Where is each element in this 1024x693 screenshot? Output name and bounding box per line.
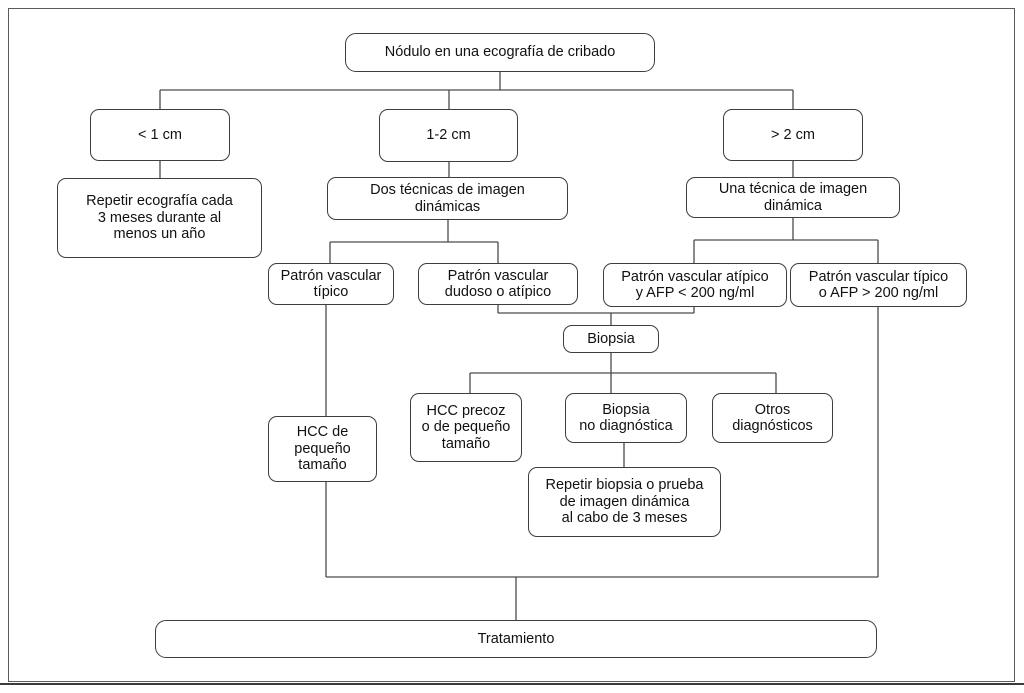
node-biopsia: Biopsia (563, 325, 659, 353)
node-menor-1cm: < 1 cm (90, 109, 230, 161)
node-repetir-ecografia: Repetir ecografía cada 3 meses durante a… (57, 178, 262, 258)
node-dos-tecnicas-imagen: Dos técnicas de imagen dinámicas (327, 177, 568, 220)
node-patron-vascular-dudoso-atipico: Patrón vascular dudoso o atípico (418, 263, 578, 305)
node-tratamiento: Tratamiento (155, 620, 877, 658)
node-patron-atipico-afp-menor-200: Patrón vascular atípico y AFP < 200 ng/m… (603, 263, 787, 307)
node-biopsia-no-diagnostica: Biopsia no diagnóstica (565, 393, 687, 443)
node-una-tecnica-imagen: Una técnica de imagen dinámica (686, 177, 900, 218)
node-hcc-de-pequeno-tamano: HCC de pequeño tamaño (268, 416, 377, 482)
node-nodulo-ecografia-cribado: Nódulo en una ecografía de cribado (345, 33, 655, 72)
bottom-rule (0, 683, 1024, 685)
node-repetir-biopsia-3-meses: Repetir biopsia o prueba de imagen dinám… (528, 467, 721, 537)
node-mayor-2cm: > 2 cm (723, 109, 863, 161)
node-patron-vascular-tipico: Patrón vascular típico (268, 263, 394, 305)
figure-border (8, 8, 1015, 682)
node-1-2cm: 1-2 cm (379, 109, 518, 162)
node-patron-tipico-afp-mayor-200: Patrón vascular típico o AFP > 200 ng/ml (790, 263, 967, 307)
node-hcc-precoz-pequeno: HCC precoz o de pequeño tamaño (410, 393, 522, 462)
node-otros-diagnosticos: Otros diagnósticos (712, 393, 833, 443)
